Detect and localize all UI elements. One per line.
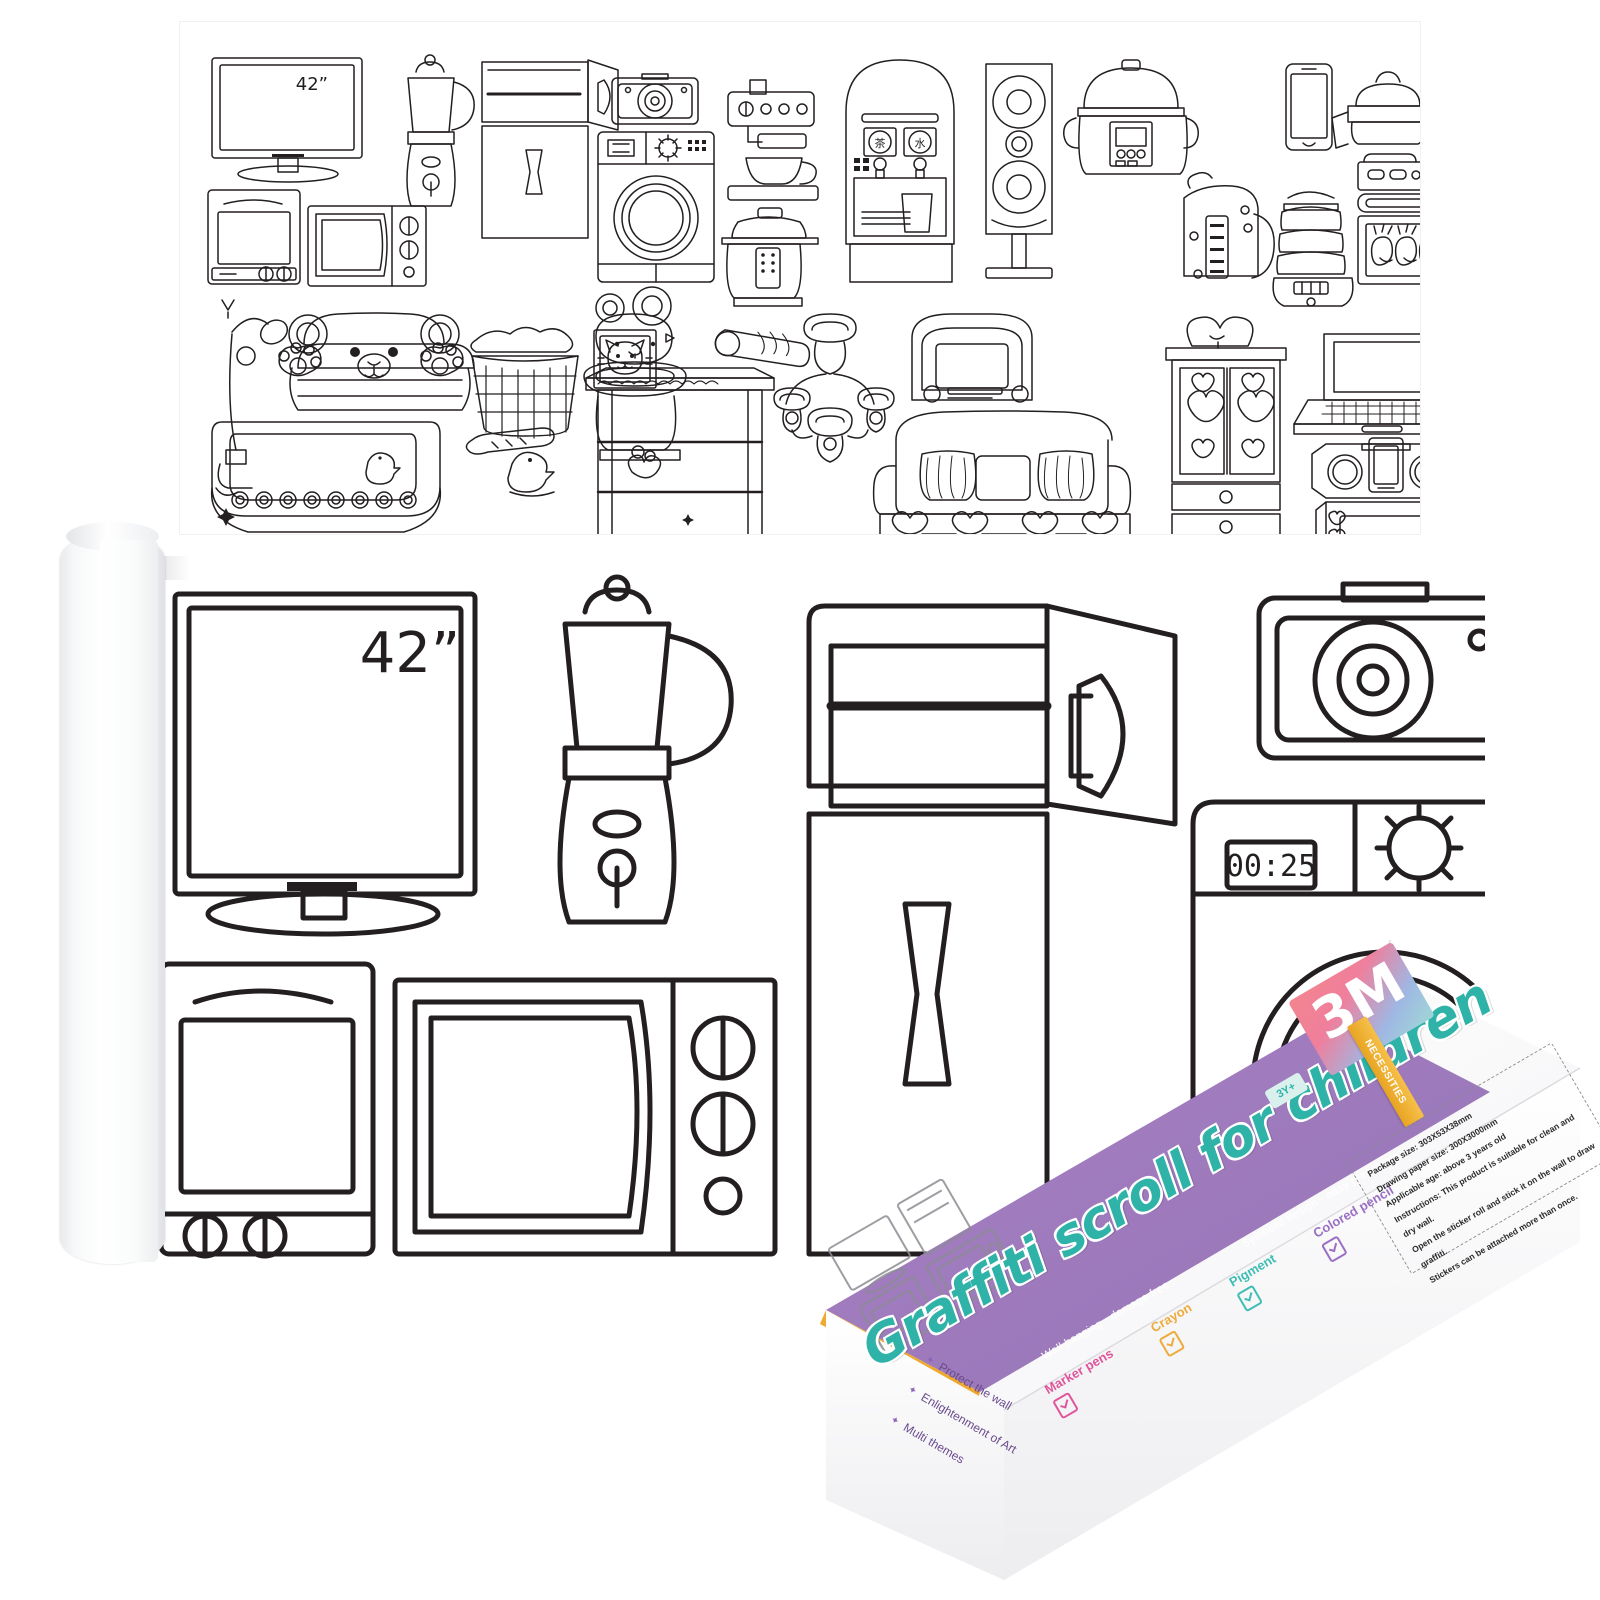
icon-stereo-dock	[1311, 437, 1420, 499]
icon-rice-cooker	[721, 207, 819, 307]
hero-washer-display: 00:25	[1226, 849, 1316, 884]
icon-bathtub	[210, 421, 442, 533]
icon-bear-toilet	[583, 286, 687, 461]
icon-toothbrush	[465, 427, 555, 455]
icon-toothpaste	[714, 329, 811, 368]
icon-chandelier	[773, 313, 895, 463]
icon-water-dispenser: 茶 水	[845, 59, 955, 283]
icon-espresso-machine	[727, 79, 819, 201]
icon-bear-bath-panel	[278, 312, 475, 411]
icon-retro-tv	[911, 313, 1033, 403]
icon-laundry-basket	[470, 326, 579, 439]
dispenser-water-glyph: 水	[915, 137, 926, 150]
icon-roaster-pan	[1331, 71, 1420, 149]
box-printed-preview	[828, 1178, 1018, 1355]
box-front-face	[1004, 1068, 1580, 1580]
preview-lineart: 42”	[180, 22, 1420, 534]
hero-microwave	[392, 977, 778, 1257]
icon-electric-kettle	[1183, 171, 1275, 279]
icon-toaster-oven	[207, 189, 301, 285]
icon-slow-cooker	[1063, 59, 1199, 175]
hero-tv	[172, 591, 478, 937]
icon-camera	[611, 73, 699, 125]
icon-washing-machine	[597, 131, 715, 283]
hero-blender	[557, 574, 734, 925]
icon-bookshelf	[585, 367, 775, 534]
icon-refrigerator	[481, 59, 619, 239]
icon-laptop	[1293, 333, 1420, 435]
tv-size-label: 42”	[296, 74, 328, 95]
hero-tv-size-label: 42”	[360, 621, 460, 686]
dispenser-tea-glyph: 茶	[875, 137, 886, 150]
icon-food-steamer	[1272, 191, 1354, 307]
hero-camera	[1256, 581, 1485, 761]
icon-tower-speaker	[985, 63, 1053, 279]
paper-roll-edge	[100, 540, 158, 1262]
hero-refrigerator	[806, 603, 1178, 1257]
icon-range-oven	[1357, 153, 1420, 285]
icon-smartphone	[1285, 63, 1333, 151]
decor-sparkles	[217, 508, 694, 526]
icon-tv	[211, 57, 363, 183]
box-left-face	[826, 1310, 1004, 1580]
product-package-box: Graffiti scroll for children Wall hangin…	[790, 941, 1600, 1580]
icon-microwave-small	[1315, 501, 1420, 534]
coloring-sheet-preview: 42”	[180, 22, 1420, 534]
icon-rubber-duck	[507, 451, 555, 497]
icon-microwave	[307, 205, 427, 287]
icon-blender	[406, 54, 475, 207]
icon-shower	[215, 299, 289, 496]
icon-sofa	[872, 410, 1132, 534]
box-purple-banner	[826, 1014, 1490, 1392]
icon-wardrobe	[1165, 316, 1287, 534]
